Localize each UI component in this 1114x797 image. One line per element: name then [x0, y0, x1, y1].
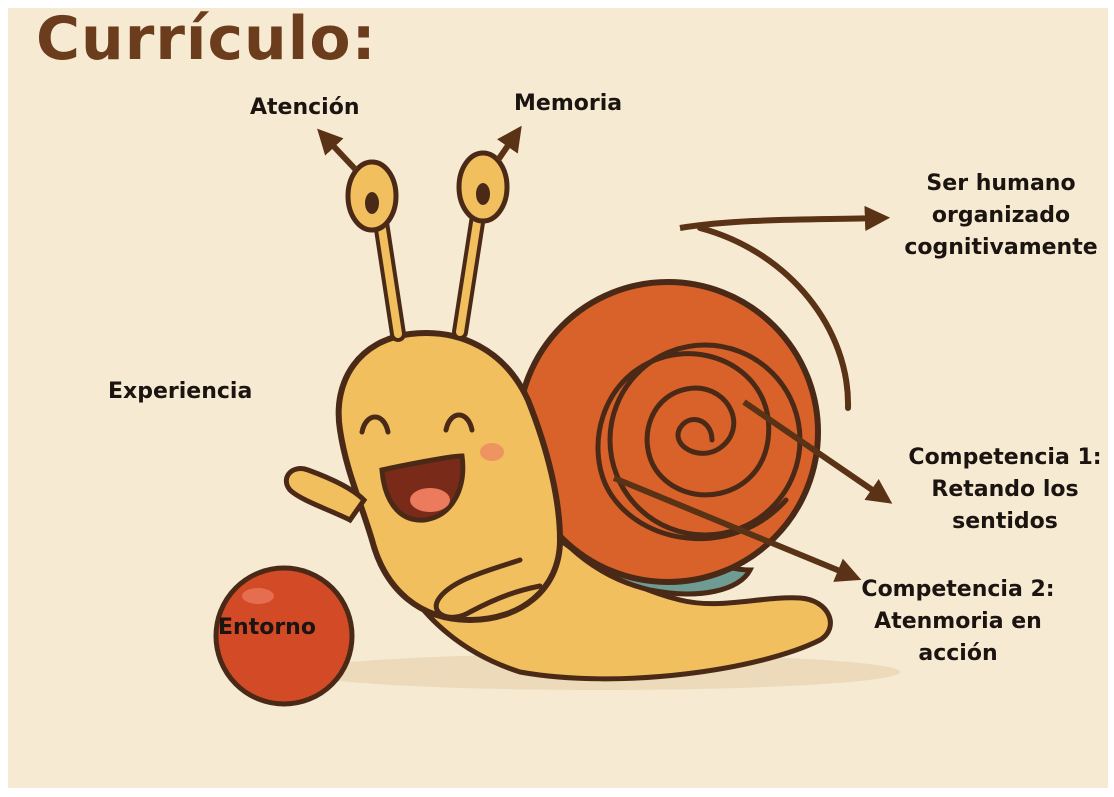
- eye-left: [365, 192, 379, 214]
- label-competencia-1-line-2: Retando los: [931, 477, 1079, 502]
- label-experiencia: Experiencia: [108, 379, 253, 404]
- label-ser-humano-line-1: Ser humano: [926, 171, 1076, 196]
- label-competencia-1-line-3: sentidos: [952, 509, 1058, 534]
- label-ser-humano-line-2: organizado: [931, 203, 1071, 228]
- ball-highlight: [242, 588, 274, 604]
- eye-right: [476, 183, 490, 205]
- label-atencion: Atención: [250, 95, 360, 120]
- curved-line-shell: [697, 225, 852, 411]
- arrow-competencia-1: [742, 399, 893, 504]
- happy-eye-right: [443, 412, 475, 433]
- label-competencia-2-line-3: acción: [918, 641, 998, 666]
- snail-arm-right: [433, 557, 543, 620]
- antenna-left-fill: [376, 212, 402, 338]
- shell-spiral: [595, 351, 789, 541]
- snail-arm: [283, 466, 368, 524]
- cheek-blush: [480, 443, 504, 461]
- arrow-ser-humano: [679, 205, 891, 232]
- arrow-memoria: [495, 125, 522, 162]
- label-entorno: Entorno: [218, 615, 316, 640]
- page-title: Currículo:: [36, 4, 377, 74]
- label-competencia-2-line-1: Competencia 2:: [861, 577, 1055, 602]
- arrow-competencia-2: [612, 475, 862, 582]
- arrow-atencion: [317, 128, 359, 173]
- label-competencia-1-line-1: Competencia 1:: [908, 445, 1102, 470]
- label-ser-humano: Ser humano organizado cognitivamente: [896, 168, 1106, 264]
- label-competencia-1: Competencia 1: Retando los sentidos: [900, 442, 1110, 538]
- label-memoria: Memoria: [514, 91, 623, 116]
- antenna-right-fill: [456, 212, 482, 336]
- happy-eye-left: [359, 414, 391, 435]
- label-ser-humano-line-3: cognitivamente: [904, 235, 1098, 260]
- label-competencia-2: Competencia 2: Atenmoria en acción: [848, 574, 1068, 670]
- label-competencia-2-line-2: Atenmoria en: [874, 609, 1042, 634]
- tongue: [410, 488, 450, 512]
